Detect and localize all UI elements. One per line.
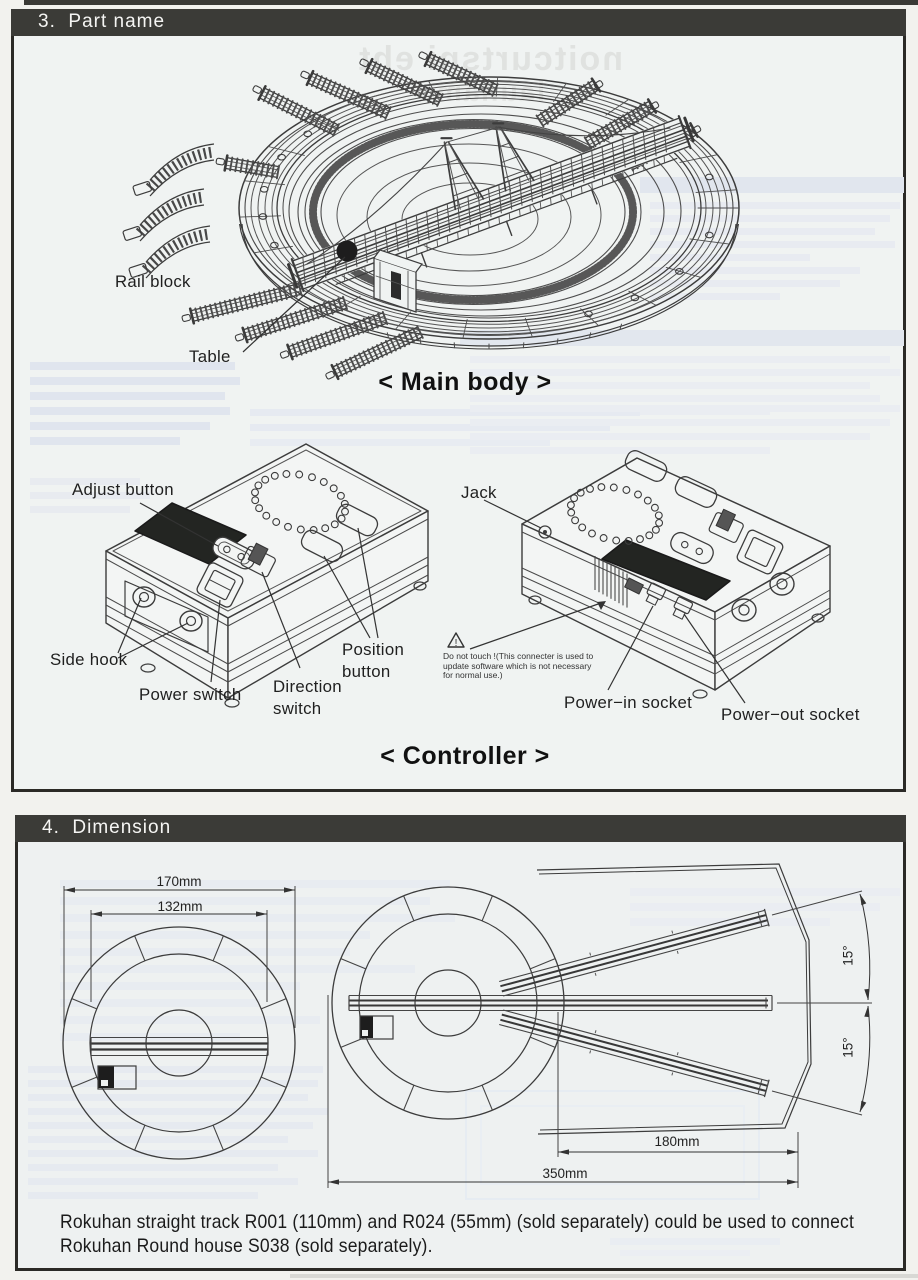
svg-text:!: ! xyxy=(455,638,458,649)
